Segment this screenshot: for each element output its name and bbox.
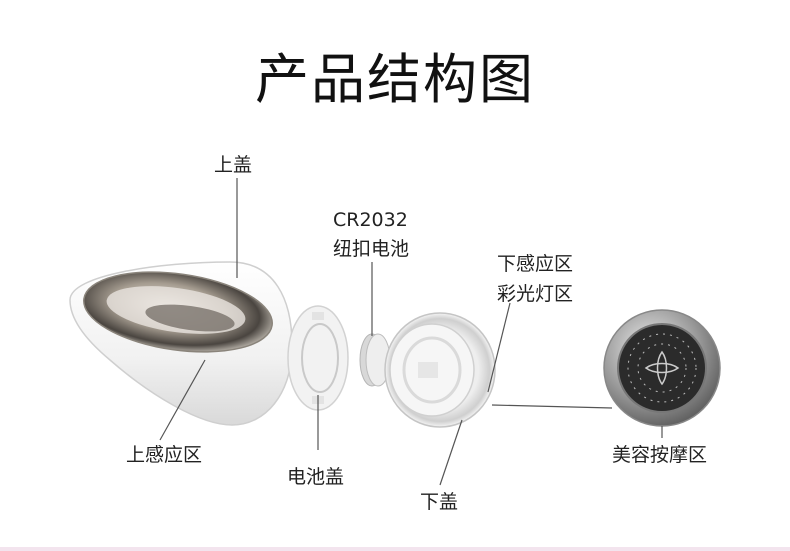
label-upper-sense: 上感应区	[126, 444, 203, 466]
leader-bottom-cover	[439, 419, 463, 486]
label-lower-sense-2: 彩光灯区	[497, 283, 574, 305]
bottom-cover-part	[384, 312, 496, 428]
label-battery-cover: 电池盖	[287, 466, 345, 488]
page-title: 产品结构图	[255, 48, 535, 111]
upper-cover-part	[69, 261, 293, 426]
label-battery-name: 纽扣电池	[333, 238, 410, 260]
label-massage-zone: 美容按摩区	[612, 444, 708, 466]
label-battery-model: CR2032	[333, 209, 408, 231]
label-top-cover: 上盖	[214, 154, 253, 176]
label-lower-sense-1: 下感应区	[497, 253, 574, 275]
massage-head-part	[603, 309, 721, 427]
leader-massage-link	[491, 404, 613, 409]
label-bottom-cover: 下盖	[420, 491, 459, 513]
leader-upper-sense	[159, 359, 206, 441]
leader-lower-sense	[487, 302, 511, 393]
battery-cover-part	[287, 305, 349, 411]
leader-lines	[159, 178, 663, 486]
bottom-divider	[0, 547, 790, 551]
